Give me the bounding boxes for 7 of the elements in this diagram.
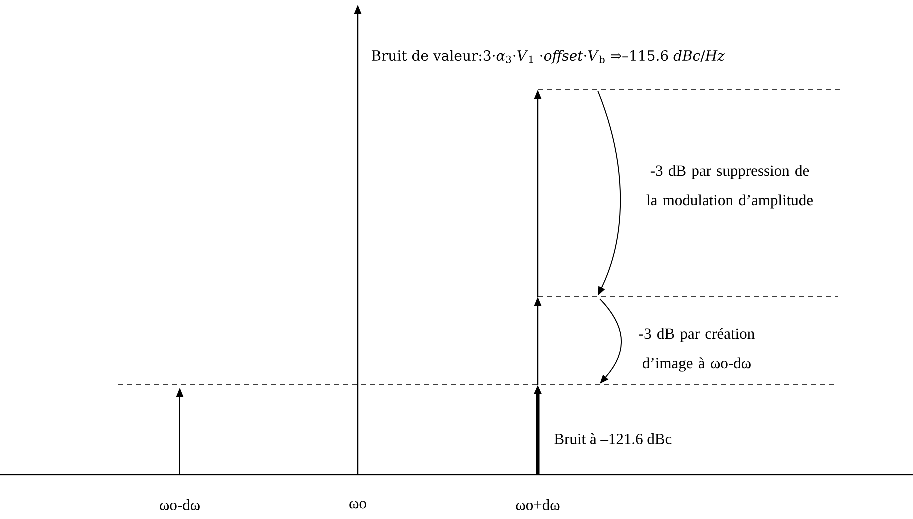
formula-label: Bruit de valeur:3·α$_{3}$·V$_{1}$ ·offset·V$_{b}$ ⇒–115.6 dBc/Hz <box>372 50 725 64</box>
axis-tick-label: ωo+dω <box>516 500 560 510</box>
axis-tick-label: ωo <box>350 501 366 509</box>
annotation-text: -3 dB par création d’image à ωo-dω <box>639 328 755 372</box>
axis-tick-label: ωo-dω <box>160 500 200 510</box>
annotation-text: Bruit à –121.6 dBc <box>554 434 672 444</box>
annotation-text: -3 dB par suppression de la modulation d’amplitude <box>646 165 813 209</box>
